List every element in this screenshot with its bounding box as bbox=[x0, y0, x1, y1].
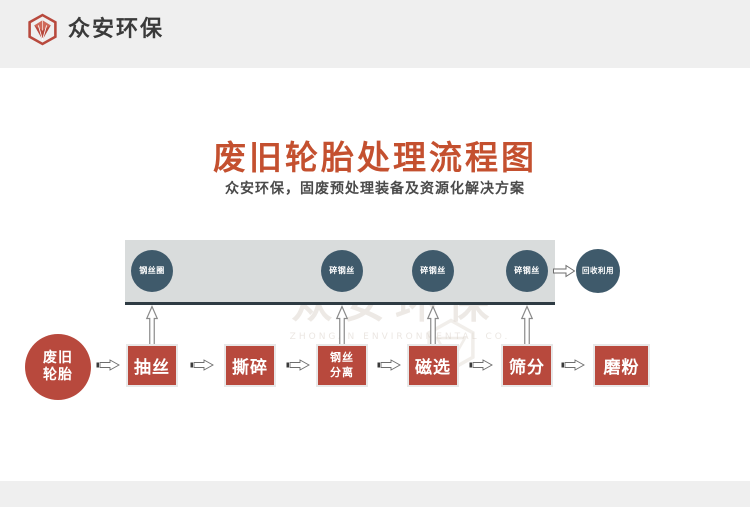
watermark-subtext: ZHONGAN ENVIRONMENTAL CO. bbox=[289, 332, 511, 342]
byproduct-band-rule bbox=[125, 302, 555, 305]
output-circle-recycle[interactable]: 回收利用 bbox=[576, 249, 620, 293]
process-box-2[interactable]: 撕碎 bbox=[224, 344, 276, 387]
start-label-line1: 废旧 bbox=[43, 349, 73, 366]
process-box-label: 撕碎 bbox=[232, 358, 268, 378]
process-box-6[interactable]: 磨粉 bbox=[593, 344, 650, 387]
start-label-line2: 轮胎 bbox=[43, 367, 73, 383]
process-box-label: 磁选 bbox=[415, 358, 451, 378]
process-box-label: 筛分 bbox=[509, 358, 545, 378]
up-arrow-icon-4 bbox=[520, 305, 534, 347]
process-box-label: 磨粉 bbox=[603, 358, 640, 378]
step-arrow-icon-6 bbox=[561, 359, 585, 371]
header-bar bbox=[0, 0, 750, 68]
process-box-label: 分离 bbox=[330, 365, 354, 379]
process-box-4[interactable]: 磁选 bbox=[407, 344, 459, 387]
byproduct-circle-1[interactable]: 钢丝圈 bbox=[131, 250, 173, 292]
process-box-1[interactable]: 抽丝 bbox=[126, 344, 178, 387]
step-arrow-icon-3 bbox=[286, 359, 310, 371]
process-box-label: 钢丝 bbox=[330, 350, 354, 364]
step-arrow-icon-2 bbox=[190, 359, 214, 371]
up-arrow-icon-1 bbox=[145, 305, 159, 347]
page-title: 废旧轮胎处理流程图 bbox=[213, 138, 537, 177]
page-subtitle: 众安环保，固废预处理装备及资源化解决方案 bbox=[225, 181, 525, 197]
recycle-arrow-icon bbox=[553, 264, 575, 278]
up-arrow-icon-2 bbox=[335, 305, 349, 347]
process-box-label: 抽丝 bbox=[134, 358, 170, 378]
byproduct-circle-2[interactable]: 碎钢丝 bbox=[321, 250, 363, 292]
byproduct-circle-4[interactable]: 碎钢丝 bbox=[506, 250, 548, 292]
step-arrow-icon-4 bbox=[377, 359, 401, 371]
up-arrow-icon-3 bbox=[426, 305, 440, 347]
brand-name: 众安环保 bbox=[68, 17, 165, 42]
start-circle-waste-tire[interactable]: 废旧 轮胎 bbox=[25, 334, 91, 400]
step-arrow-icon-5 bbox=[469, 359, 493, 371]
brand-logo-group[interactable]: 众安环保 bbox=[26, 13, 164, 46]
process-box-3[interactable]: 钢丝分离 bbox=[316, 344, 368, 387]
footer-bar bbox=[0, 481, 750, 507]
process-box-5[interactable]: 筛分 bbox=[501, 344, 553, 387]
byproduct-circle-3[interactable]: 碎钢丝 bbox=[412, 250, 454, 292]
hexagon-diamond-logo-icon bbox=[28, 13, 57, 46]
step-arrow-icon-1 bbox=[96, 359, 120, 371]
